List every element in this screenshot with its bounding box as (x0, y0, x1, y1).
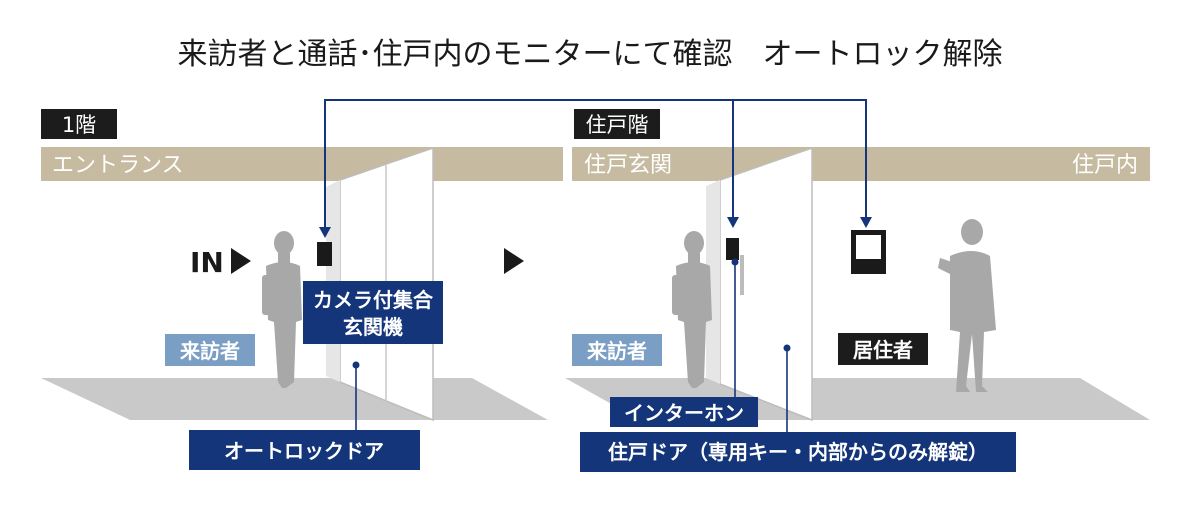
floor-tag-unit: 住戸階 (574, 109, 660, 139)
in-label: IN (190, 246, 224, 279)
autolock-door-label: オートロックドア (189, 430, 420, 470)
zone-label-entrance: エントランス (52, 153, 184, 178)
zone-label-unit-inside: 住戸内 (1072, 153, 1138, 178)
zone-band-unit: 住戸玄関 住戸内 (572, 147, 1150, 181)
floor-tag-1f-label: 1階 (62, 113, 96, 137)
svg-text:オートロックドア: オートロックドア (224, 439, 384, 463)
svg-text:インターホン: インターホン (624, 401, 744, 425)
visitor-label-2: 来訪者 (572, 334, 662, 366)
svg-text:居住者: 居住者 (853, 338, 913, 362)
camera-panel-device (317, 242, 332, 266)
arrow-to-camera-panel (319, 227, 331, 238)
arrow-to-intercom (727, 217, 739, 228)
zone-label-unit-entrance: 住戸玄関 (584, 153, 672, 178)
arrow-to-monitor (860, 217, 872, 228)
floor-entrance (41, 378, 548, 420)
svg-text:住戸ドア（専用キー・内部からのみ解錠）: 住戸ドア（専用キー・内部からのみ解錠） (608, 440, 988, 464)
intercom-label: インターホン (610, 397, 758, 427)
zone-band-entrance: エントランス (41, 147, 563, 181)
in-arrow-icon (231, 248, 251, 274)
floor-tag-unit-label: 住戸階 (586, 113, 649, 137)
visitor-silhouette-2 (672, 231, 712, 388)
camera-panel-label-line1: カメラ付集合 (313, 288, 434, 312)
intercom-device (726, 238, 739, 260)
resident-label: 居住者 (838, 333, 928, 365)
resident-silhouette (938, 219, 996, 392)
svg-text:来訪者: 来訪者 (179, 339, 240, 363)
diagram-title: 来訪者と通話･住戸内のモニターにて確認 オートロック解除 (178, 37, 1003, 72)
floor-tag-1f: 1階 (41, 109, 117, 139)
svg-text:来訪者: 来訪者 (586, 339, 647, 363)
camera-panel-label-line2: 玄関機 (343, 315, 403, 339)
resident-monitor-device (851, 230, 886, 274)
connection-lines (324, 99, 867, 229)
unit-door-graphic (706, 146, 813, 422)
visitor-silhouette-1 (262, 231, 302, 388)
direction-arrow-icon (504, 248, 524, 274)
leader-lines (352, 258, 791, 432)
visitor-label-1: 来訪者 (165, 334, 255, 366)
camera-panel-label: カメラ付集合 玄関機 (303, 281, 443, 344)
unit-door-label: 住戸ドア（専用キー・内部からのみ解錠） (580, 432, 1016, 472)
